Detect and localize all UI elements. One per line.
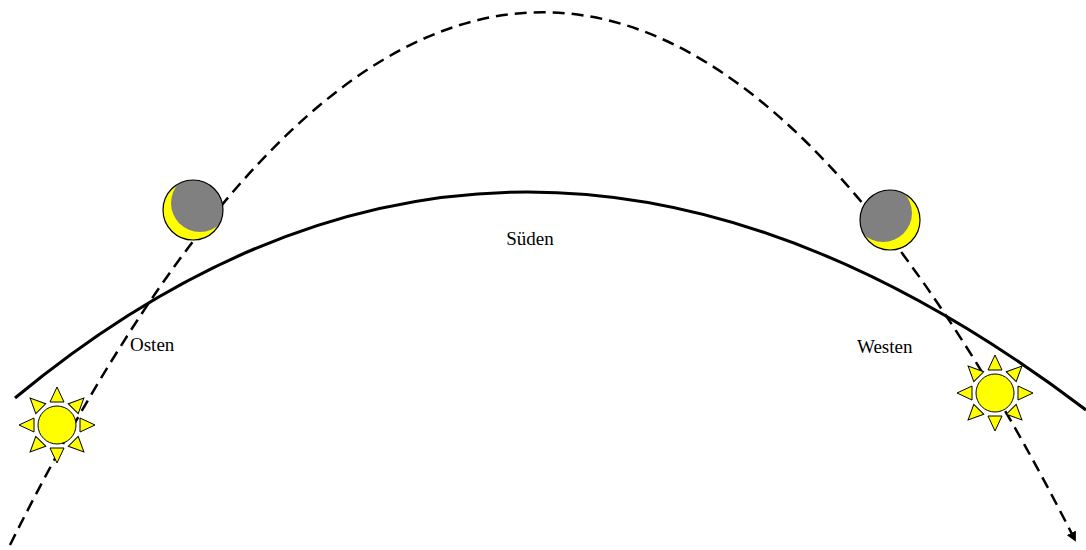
direction-label: Süden <box>504 228 556 251</box>
direction-label: Westen <box>855 336 914 359</box>
moon-icon <box>163 174 229 240</box>
moon-icon <box>854 184 920 250</box>
sun-icon <box>19 387 95 463</box>
direction-label: Osten <box>128 334 176 357</box>
sun-icon <box>957 355 1033 431</box>
moon-path <box>10 12 1075 545</box>
